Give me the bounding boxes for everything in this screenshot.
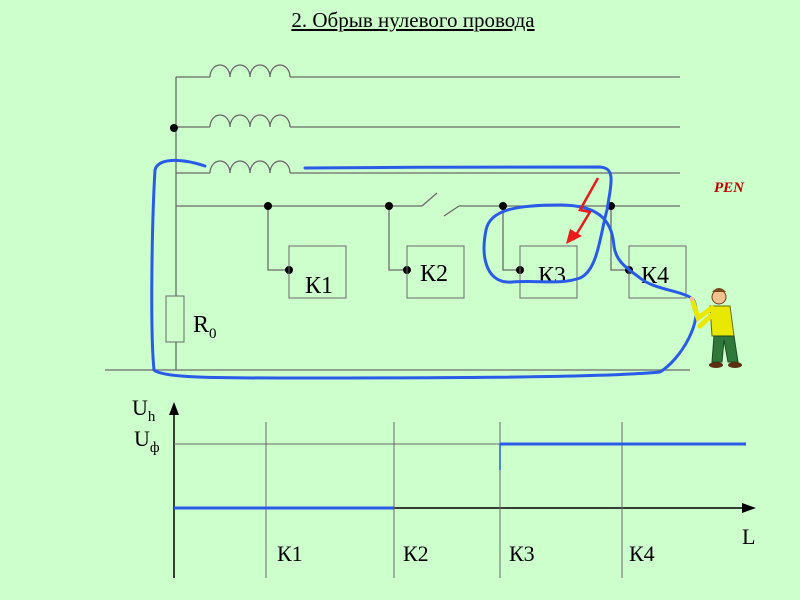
phase-line-3 <box>176 160 680 174</box>
x-axis-label: L <box>742 524 755 549</box>
junction-dot <box>170 124 178 132</box>
receiver-k1-box <box>288 245 347 299</box>
tick-k4: К4 <box>629 541 655 566</box>
person-icon <box>689 288 742 368</box>
fault-current-path <box>150 159 698 380</box>
pen-line <box>176 192 680 217</box>
receiver-k3-label: К3 <box>538 263 566 289</box>
slide-title: 2. Обрыв нулевого провода <box>291 8 535 32</box>
resistor-r0 <box>165 295 185 343</box>
tick-k2: К2 <box>403 541 429 566</box>
lightning-icon <box>566 177 600 244</box>
receiver-k3-box <box>519 245 578 299</box>
tick-k3: К3 <box>509 541 535 566</box>
receiver-k1-label: К1 <box>305 273 333 299</box>
pen-label: PEN <box>714 180 745 196</box>
receiver-k2-box <box>406 245 465 299</box>
phase-line-1 <box>176 64 680 78</box>
receiver-k2-label: К2 <box>420 261 448 287</box>
voltage-graph: Uh Uф L К1 К2 К3 К4 <box>132 395 756 578</box>
y-axis-label: Uh <box>132 395 156 425</box>
r0-label: R0 <box>193 312 217 342</box>
receiver-k4-box <box>628 245 687 299</box>
tick-k1: К1 <box>277 541 303 566</box>
phase-voltage-label: Uф <box>134 426 160 456</box>
circuit: К1 К2 К3 К4 PEN R0 <box>105 64 745 371</box>
phase-line-2 <box>176 114 680 128</box>
